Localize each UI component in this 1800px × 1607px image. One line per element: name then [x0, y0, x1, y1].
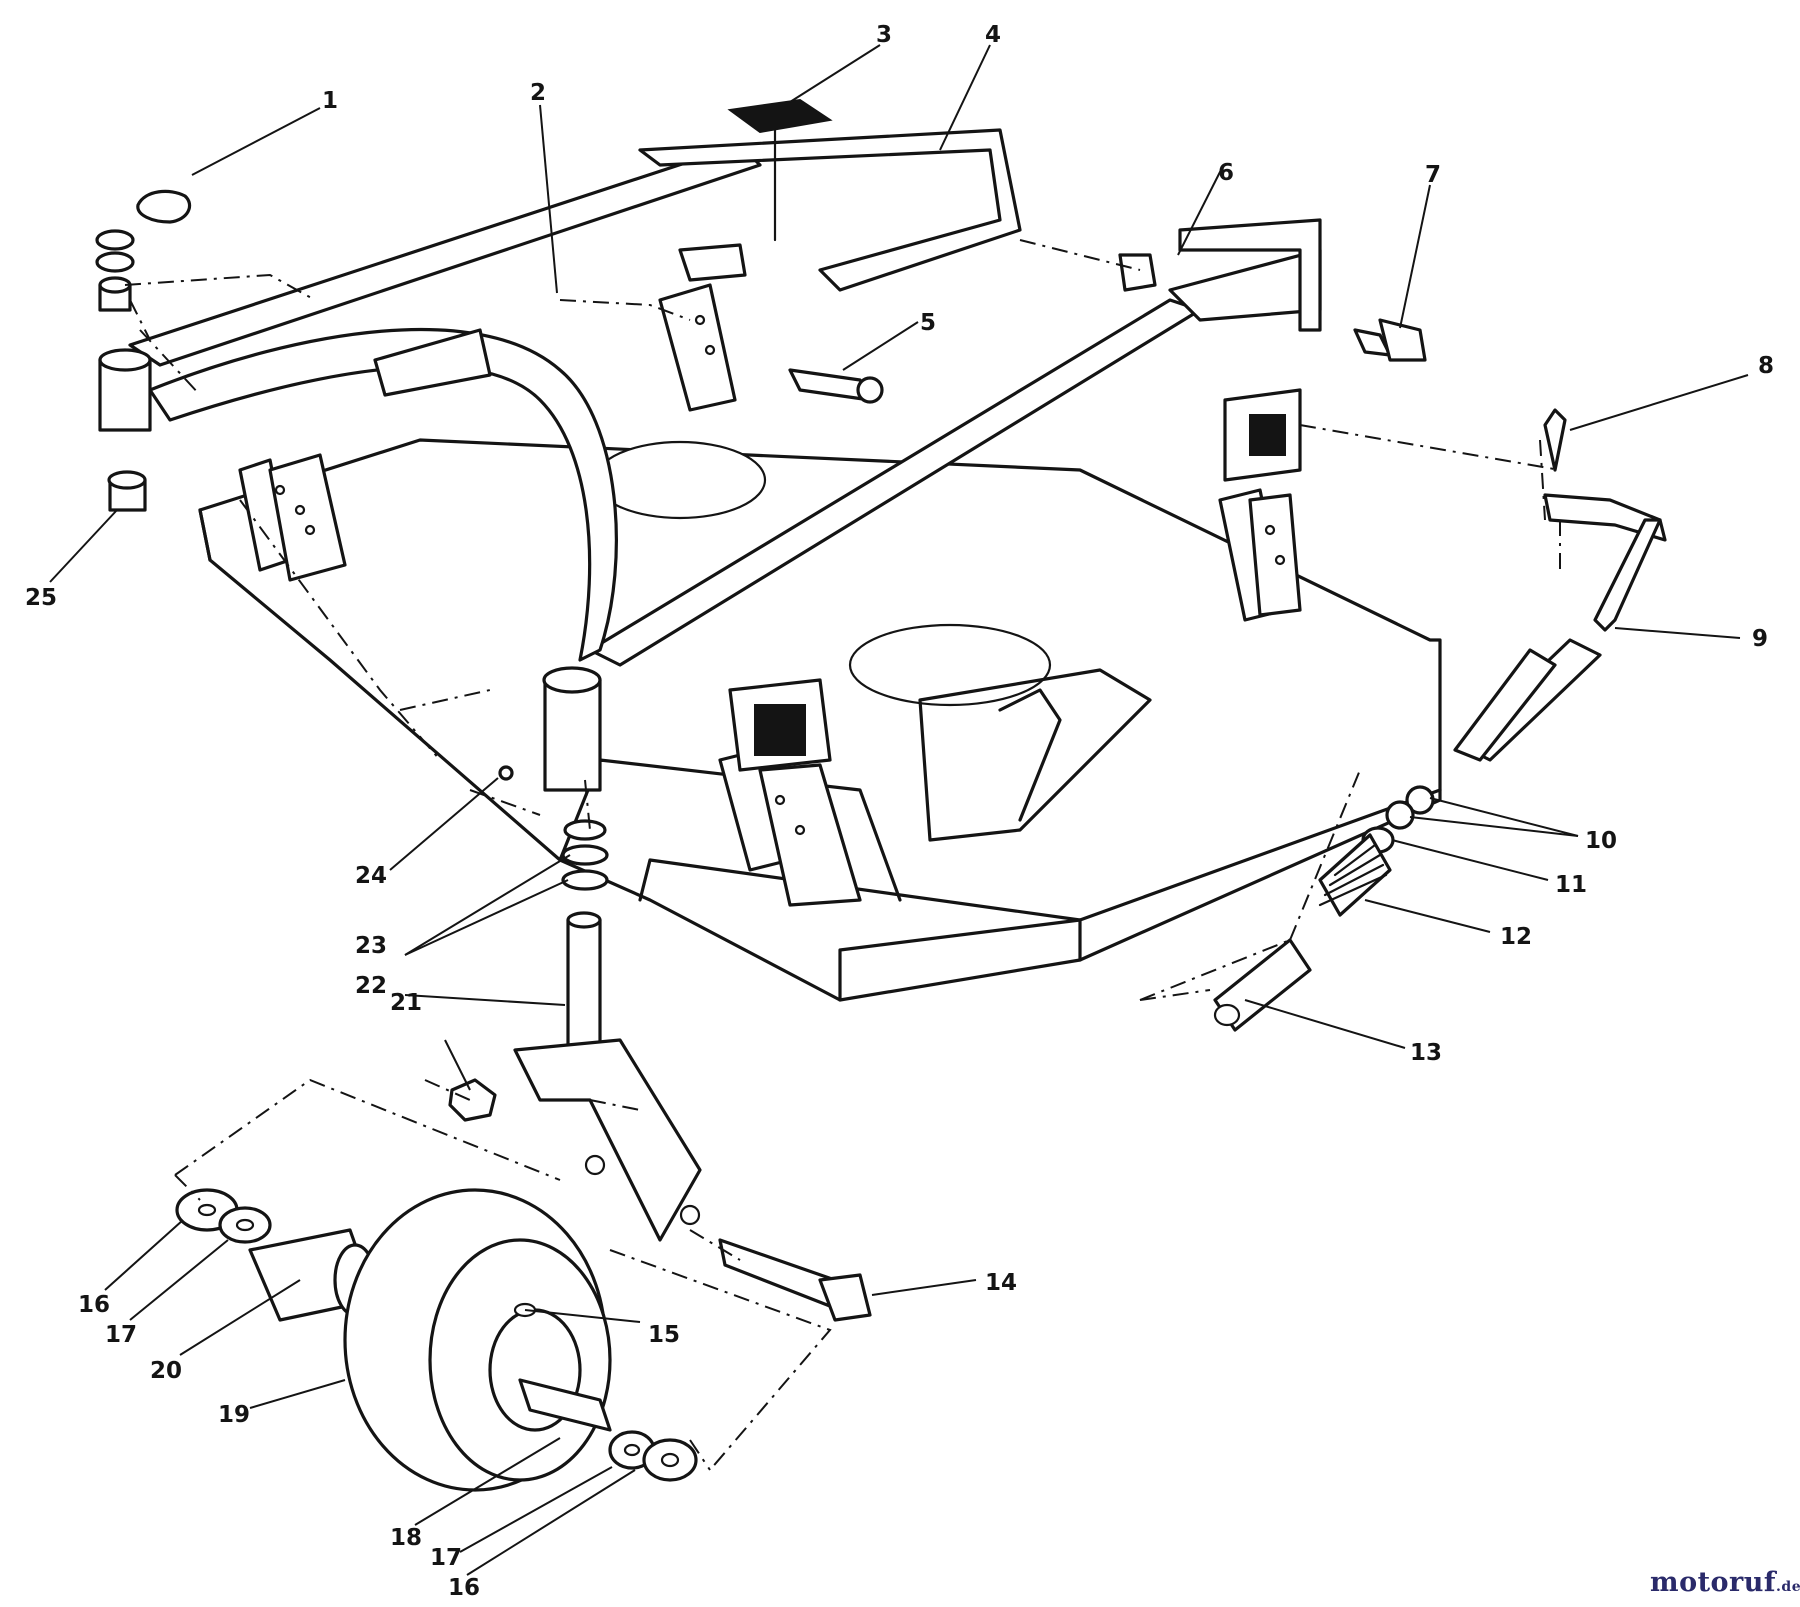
callout-5: 5 — [920, 310, 936, 336]
callout-16-bottom: 16 — [448, 1575, 480, 1601]
callout-13: 13 — [1410, 1040, 1442, 1066]
callout-7: 7 — [1425, 162, 1441, 188]
callout-24: 24 — [355, 863, 387, 889]
callout-2: 2 — [530, 80, 546, 106]
deck-brackets — [238, 283, 1302, 907]
axle-bolt — [718, 1238, 872, 1322]
callout-21: 21 — [390, 990, 422, 1016]
callout-8: 8 — [1758, 353, 1774, 379]
callout-9: 9 — [1752, 626, 1768, 652]
callout-leaders — [49, 44, 1749, 1576]
mounting-hardware — [788, 253, 1427, 404]
callout-10: 10 — [1585, 828, 1617, 854]
callout-23: 23 — [355, 933, 387, 959]
callout-17-left: 17 — [105, 1322, 137, 1348]
callout-4: 4 — [985, 22, 1001, 48]
caster-wheel-assembly — [175, 1188, 698, 1492]
watermark-name: motoruf — [1650, 1567, 1777, 1598]
left-pivot-parts — [95, 189, 192, 512]
callout-15: 15 — [648, 1322, 680, 1348]
callout-25: 25 — [25, 585, 57, 611]
callout-3: 3 — [876, 22, 892, 48]
callout-22: 22 — [355, 973, 387, 999]
caster-spindle-parts — [448, 666, 702, 1242]
foot-pedal — [678, 98, 833, 282]
callout-11: 11 — [1555, 872, 1587, 898]
assembly-guide-lines — [124, 239, 1561, 1471]
callout-12: 12 — [1500, 924, 1532, 950]
callout-19: 19 — [218, 1402, 250, 1428]
callout-18: 18 — [390, 1525, 422, 1551]
callout-1: 1 — [322, 88, 338, 114]
watermark-logo: motoruf.de — [1650, 1567, 1800, 1598]
callout-17-bottom: 17 — [430, 1545, 462, 1571]
watermark-suffix: .de — [1776, 1579, 1800, 1595]
callout-14: 14 — [985, 1270, 1017, 1296]
lift-rod-assembly — [1213, 408, 1667, 1032]
callout-6: 6 — [1218, 160, 1234, 186]
callout-20: 20 — [150, 1358, 182, 1384]
callout-16-left: 16 — [78, 1292, 110, 1318]
callout-labels: 1 2 3 4 5 6 7 8 9 10 11 12 13 14 15 16 1… — [25, 22, 1774, 1601]
